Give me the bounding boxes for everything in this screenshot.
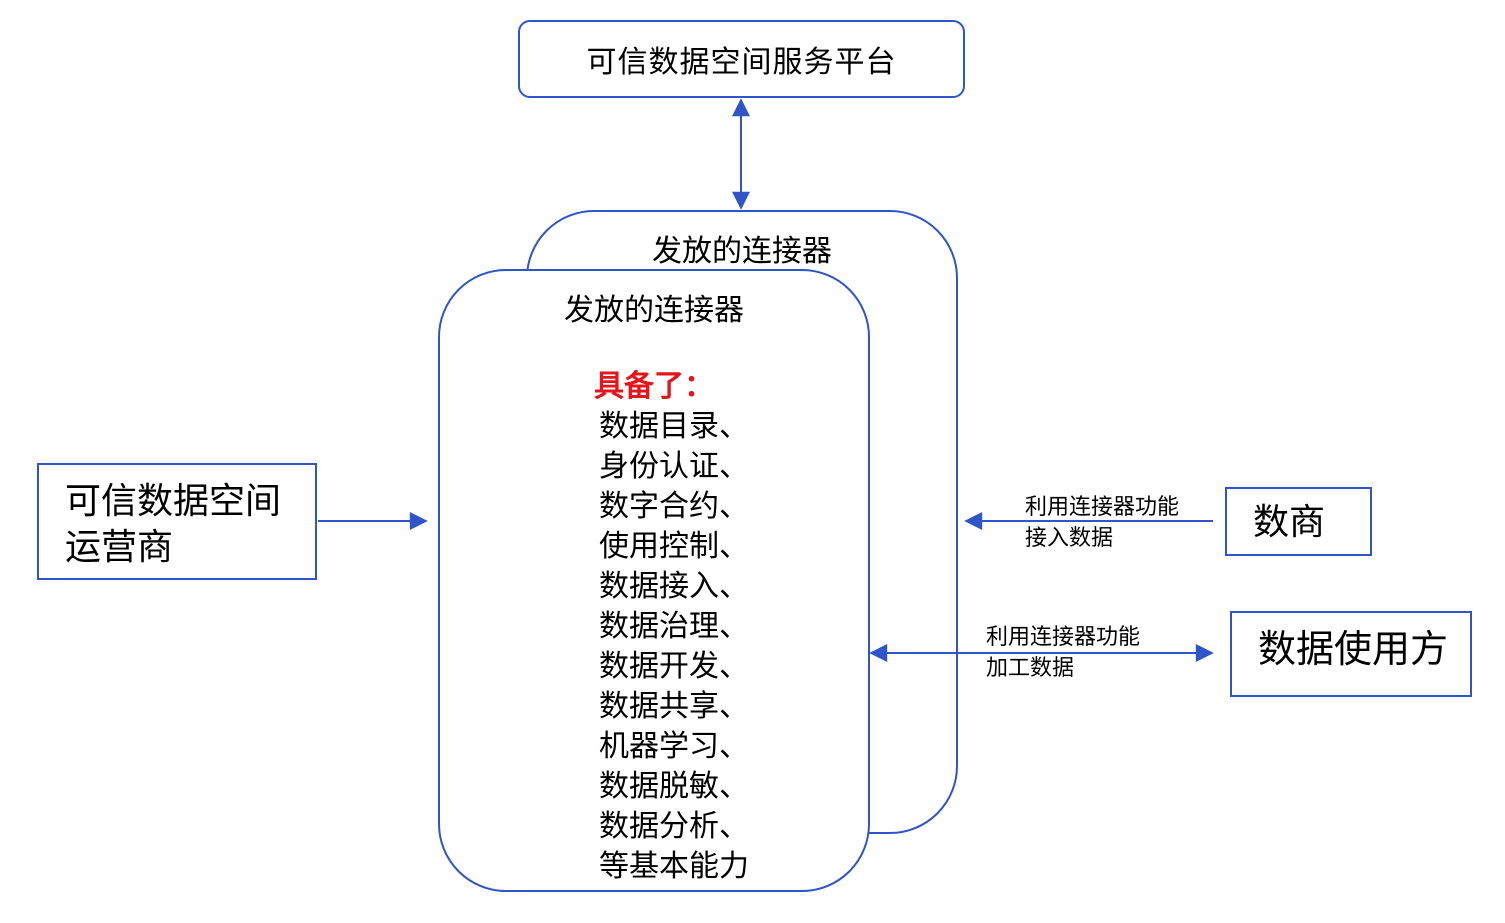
- operator-label-line2: 运营商: [65, 527, 174, 568]
- capability-item: 数字合约、: [599, 489, 749, 524]
- capability-item: 数据共享、: [599, 689, 749, 724]
- capability-item: 身份认证、: [599, 449, 749, 484]
- data-user-box: 数据使用方: [1230, 611, 1472, 697]
- connector-front-box: 发放的连接器 具备了： 数据目录、 身份认证、 数字合约、 使用控制、 数据接入…: [438, 269, 870, 892]
- merchant-edge-label-line2: 接入数据: [1025, 526, 1114, 551]
- operator-box: 可信数据空间 运营商: [37, 463, 317, 580]
- platform-box: 可信数据空间服务平台: [518, 20, 965, 98]
- merchant-label: 数商: [1253, 502, 1326, 543]
- data-user-label: 数据使用方: [1258, 627, 1449, 671]
- operator-label-line1: 可信数据空间: [65, 481, 282, 522]
- platform-label: 可信数据空间服务平台: [586, 45, 897, 80]
- capability-item: 数据脱敏、: [599, 769, 749, 804]
- capability-item: 机器学习、: [599, 729, 749, 764]
- capabilities-list: 数据目录、 身份认证、 数字合约、 使用控制、 数据接入、 数据治理、 数据开发…: [440, 407, 868, 887]
- capabilities-heading: 具备了：: [594, 369, 714, 404]
- capability-item: 等基本能力: [599, 849, 749, 884]
- capability-item: 数据治理、: [599, 609, 749, 644]
- capability-item: 数据分析、: [599, 809, 749, 844]
- connector-back-title: 发放的连接器: [652, 234, 832, 269]
- capability-item: 数据接入、: [599, 569, 749, 604]
- connector-front-title: 发放的连接器: [564, 293, 744, 328]
- merchant-edge-label: 利用连接器功能 接入数据: [1025, 492, 1179, 554]
- merchant-box: 数商: [1225, 487, 1372, 556]
- capability-item: 数据开发、: [599, 649, 749, 684]
- capability-item: 使用控制、: [599, 529, 749, 564]
- merchant-edge-label-line1: 利用连接器功能: [1025, 495, 1180, 520]
- capability-item: 数据目录、: [599, 409, 749, 444]
